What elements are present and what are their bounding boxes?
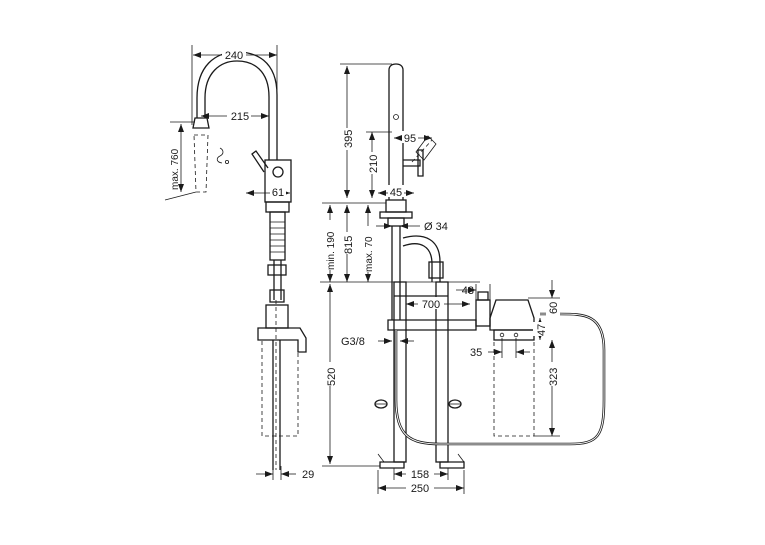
dim-815-label: 815 [343,236,355,254]
dim-158-label: 158 [411,469,429,481]
valve-top [477,291,489,301]
spout-inner [204,60,270,160]
shank-thread [270,221,285,253]
pillar [388,63,404,200]
hose-fitting [267,264,287,276]
hose-run [272,340,281,470]
dim-760-label: max. 760 [170,148,181,190]
hose-fitting-2 [269,289,285,303]
dim-395-label: 395 [343,130,355,148]
dim-61-label: 61 [272,187,284,199]
dim-250-label: 250 [411,483,429,495]
hose-loop [394,312,606,446]
thread-label: G3/8 [341,336,365,348]
front-shank [391,226,401,320]
hose-curve-in [402,243,433,282]
dim-47-label: 47 [536,324,548,336]
valve-body [475,299,491,327]
lever-handle [417,149,424,177]
dim-45-label: 45 [390,187,402,199]
front-plate [379,211,413,219]
front-view: 395 210 95 45 Ø 34 min. 190 max. 70 815 [320,63,606,495]
lever-angle-handle [415,135,437,161]
dim-190-label: min. 190 [326,231,337,270]
spray-head [192,117,210,129]
foot-right [439,461,465,469]
dim-29-label: 29 [302,469,314,481]
lever-front [403,159,421,167]
pullout-head-dashed [193,134,209,193]
spout-outer [196,51,278,160]
dim-700-label: 700 [422,299,440,311]
faucet-base [265,201,290,213]
front-base [385,199,407,213]
lever [251,150,269,173]
filter-cartridge [493,339,535,437]
filter-head [489,299,535,331]
dim-215-label: 215 [231,111,249,123]
lever-hub [272,166,284,178]
dim-323-label: 323 [548,368,560,386]
side-view: 240 215 max. 760 61 29 [164,45,314,481]
lever-angle-dashed [411,139,433,163]
dim-95-label: 95 [404,133,416,145]
dim-210-label: 210 [368,155,380,173]
dim-35-label: 35 [470,347,482,359]
hose-curve-out [402,235,441,282]
dim-43-label: 43 [462,285,474,297]
hose-lower [273,260,282,300]
front-nut [387,217,405,227]
dim-34-label: Ø 34 [424,221,448,233]
dim-520-label: 520 [326,368,338,386]
dim-70-label: max. 70 [364,236,375,272]
dim-240-label: 240 [225,50,243,62]
dim-60-label: 60 [548,302,560,314]
clamp-icon [374,399,462,409]
foot-left [379,461,405,469]
spray-symbol-icon [216,147,229,164]
weight-top [265,304,289,329]
crossbar [387,319,477,331]
shank [269,211,286,261]
hose-end [428,261,444,279]
